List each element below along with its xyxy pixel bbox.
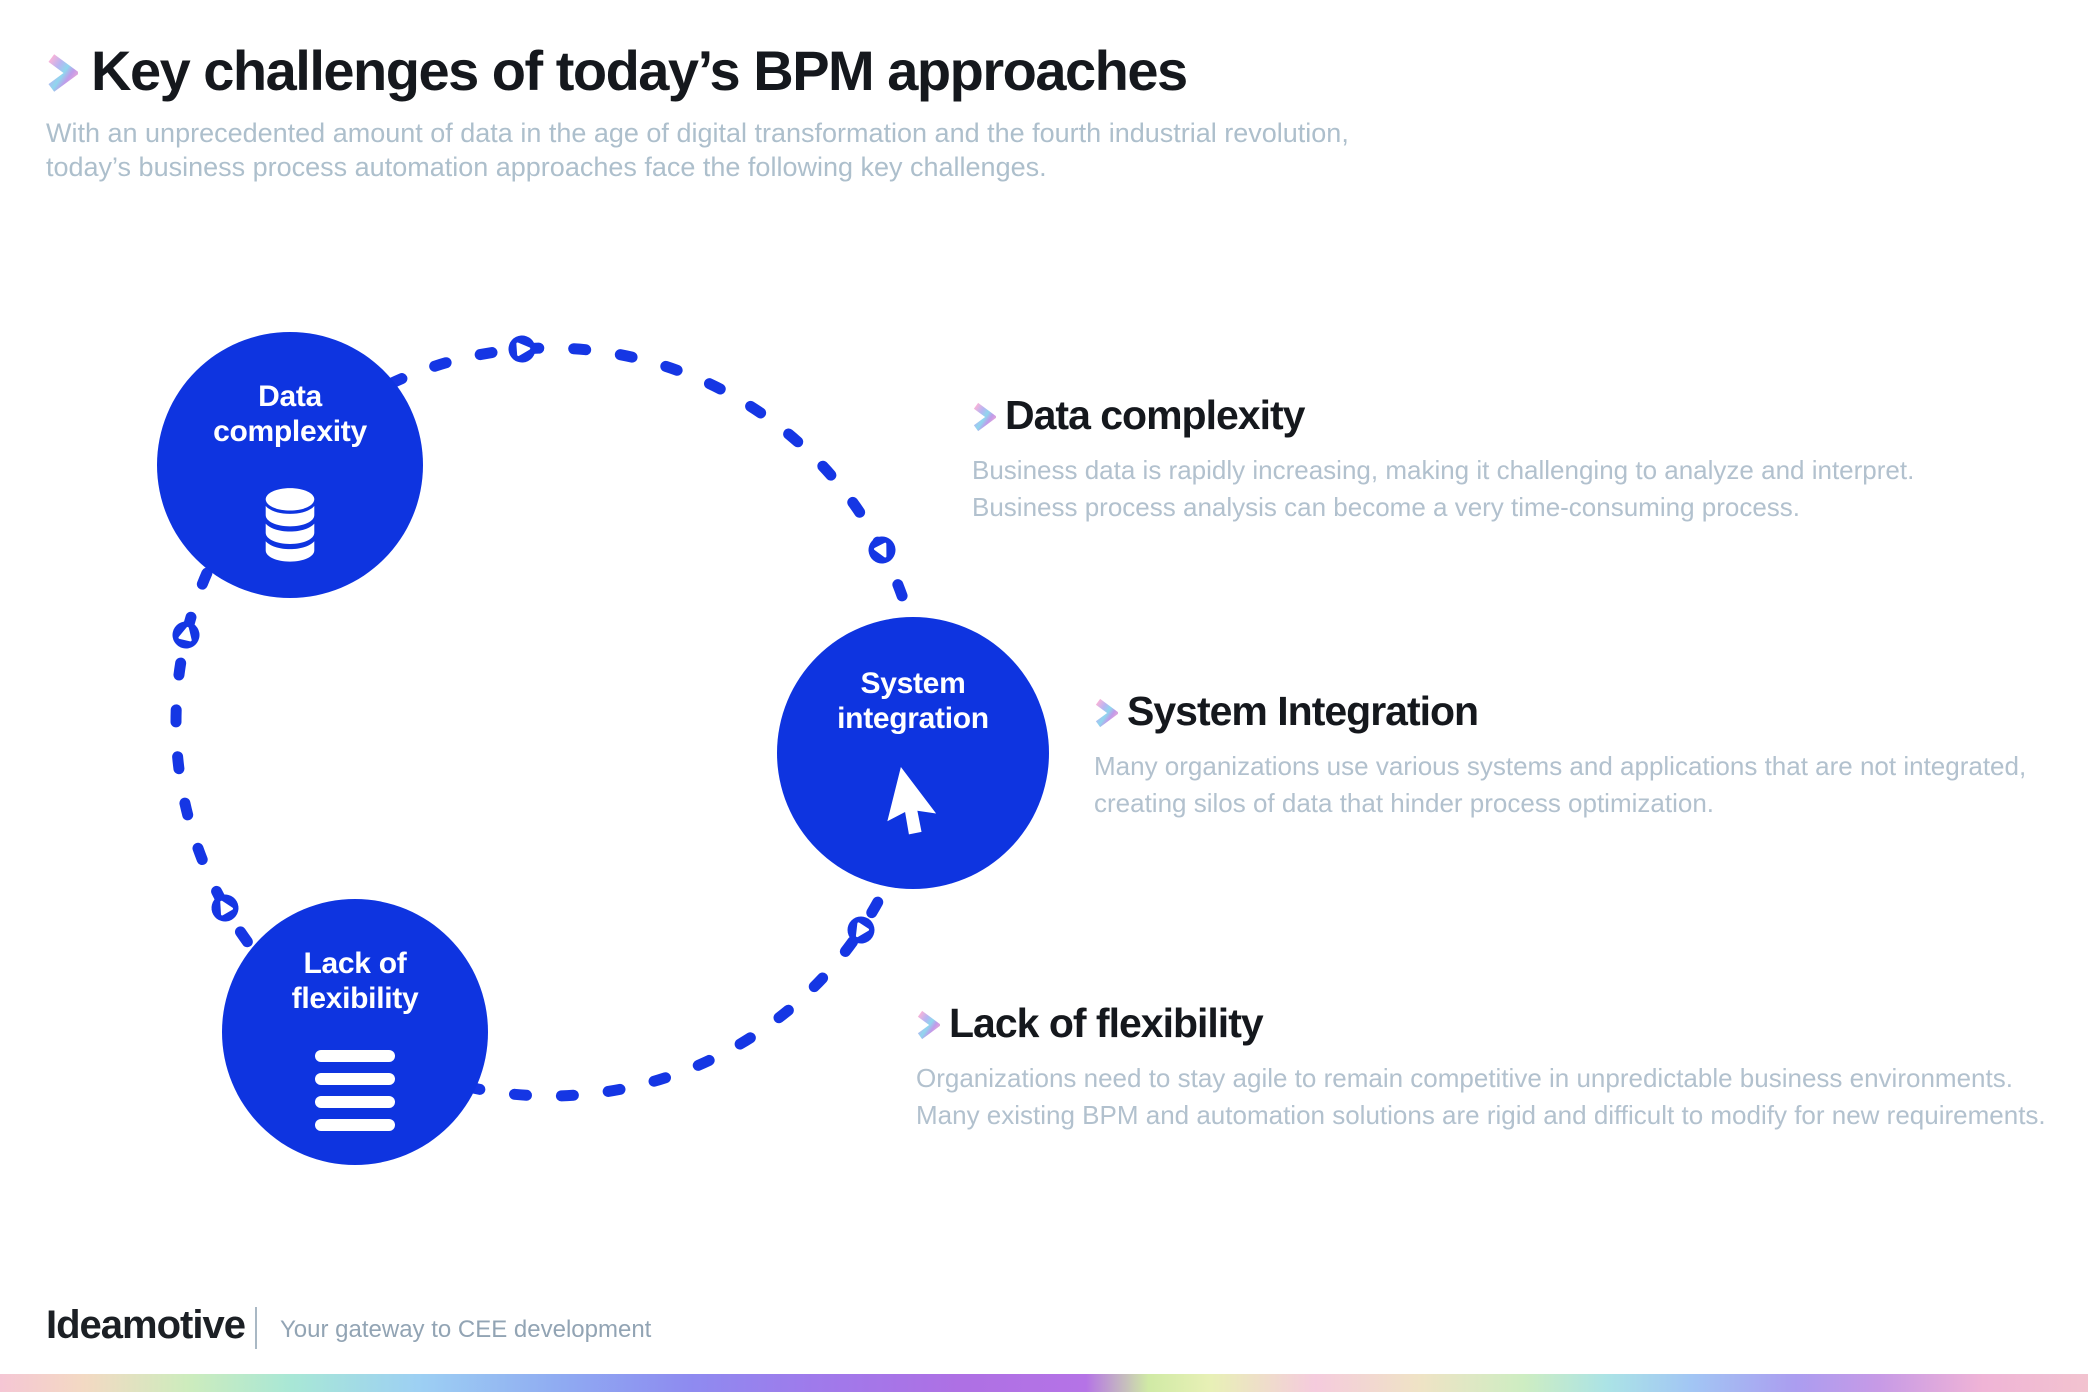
node-label: Data complexity (213, 379, 367, 449)
page-subtitle-line2: today’s business process automation appr… (46, 152, 1047, 182)
node-label: System integration (837, 666, 989, 736)
node-label-line2: complexity (213, 415, 367, 448)
node-label: Lack of flexibility (292, 946, 419, 1016)
node-system-integration: System integration (777, 617, 1049, 889)
database-icon (265, 488, 315, 562)
section-description-line2: creating silos of data that hinder proce… (1094, 788, 1715, 819)
holo-gradient-bar (0, 1374, 2088, 1392)
ring-marker-play-icon (211, 894, 239, 922)
holo-chevron-icon (1095, 698, 1118, 728)
holo-chevron-icon (917, 1010, 940, 1040)
page-subtitle-line1: With an unprecedented amount of data in … (46, 118, 1349, 148)
node-label-line2: integration (837, 702, 989, 735)
section-description-line1: Organizations need to stay agile to rema… (916, 1063, 2013, 1094)
section-data-complexity: Data complexity Business data is rapidly… (972, 392, 1914, 526)
menu-lines-icon (315, 1049, 395, 1131)
section-description-line1: Many organizations use various systems a… (1094, 751, 2027, 782)
node-lack-of-flexibility: Lack of flexibility (222, 899, 488, 1165)
section-description-line1: Business data is rapidly increasing, mak… (972, 455, 1915, 486)
ring-marker-play-icon (847, 916, 875, 944)
section-lack-of-flexibility: Lack of flexibility Organizations need t… (916, 1000, 2046, 1134)
section-heading-row: Lack of flexibility (916, 1000, 2046, 1047)
ring-marker-play-icon (868, 536, 896, 564)
section-title: Lack of flexibility (949, 1000, 1264, 1046)
node-label-line1: Data (258, 380, 322, 413)
section-title: System Integration (1127, 688, 1479, 734)
node-icon-wrap (253, 477, 327, 569)
node-label-line2: flexibility (291, 982, 419, 1015)
cursor-icon (887, 767, 937, 835)
brand-tagline: Your gateway to CEE development (280, 1316, 652, 1343)
page-title: Key challenges of today’s BPM approaches (91, 39, 1188, 102)
node-data-complexity: Data complexity (157, 332, 423, 598)
section-description: Organizations need to stay agile to rema… (916, 1060, 2046, 1134)
section-description: Business data is rapidly increasing, mak… (972, 452, 1914, 526)
page-subtitle: With an unprecedented amount of data in … (46, 116, 1349, 184)
section-title: Data complexity (1005, 392, 1305, 438)
node-label-line1: Lack of (303, 947, 407, 980)
brand-logo-text: Ideamotive (46, 1303, 246, 1347)
section-system-integration: System Integration Many organizations us… (1094, 688, 2026, 822)
section-description-line2: Business process analysis can become a v… (972, 492, 1801, 523)
section-heading-row: Data complexity (972, 392, 1914, 439)
footer-divider (255, 1307, 257, 1349)
node-icon-wrap (877, 764, 949, 856)
ring-marker-play-icon (508, 335, 536, 363)
holo-chevron-icon (973, 402, 996, 432)
ring-marker-play-icon (172, 621, 200, 649)
section-description: Many organizations use various systems a… (1094, 748, 2026, 822)
holo-chevron-icon (48, 53, 78, 92)
section-description-line2: Many existing BPM and automation solutio… (916, 1100, 2046, 1131)
node-label-line1: System (860, 667, 966, 700)
page-header: Key challenges of today’s BPM approaches (46, 39, 1188, 102)
node-icon-wrap (315, 1044, 395, 1136)
section-heading-row: System Integration (1094, 688, 2026, 735)
